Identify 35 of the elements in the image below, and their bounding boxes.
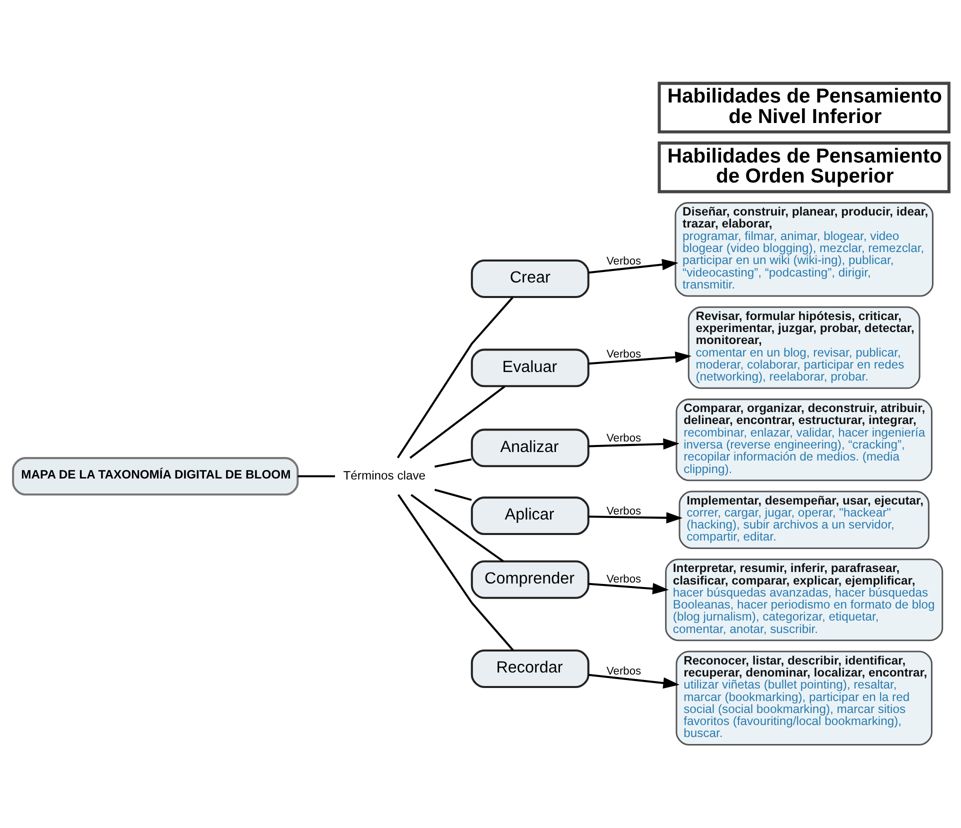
node-box: Implementar, desempeñar, usar, ejecutar, correr, cargar, jugar, operar, "hackear" (hacking), subir archivos a un servidor, compartir, editar.	[678, 490, 929, 549]
arrow	[588, 582, 668, 594]
connector	[297, 475, 334, 478]
edge-label: Verbos	[606, 348, 641, 361]
connector	[396, 494, 514, 652]
node-box: Habilidades de Pensamiento de Nivel Inferior	[657, 82, 950, 134]
connector	[410, 494, 504, 562]
node-box: Aplicar	[470, 496, 589, 536]
connector	[434, 458, 472, 468]
node-box: Diseñar, construir, planear, producir, idear, trazar, elaborar, programar, filmar, animar, blogear, video blogear (video blogging), mezclar, remezclar, participar en un wiki (wiki-ing), publicar, “videocasting”, “podcasting”, dirigir, transmitir.	[674, 202, 933, 297]
node-box: Comparar, organizar, deconstruir, atribuir, delinear, encontrar, estructurar, integrar, recombinar, enlazar, validar, hacer ingeniería inversa (reverse engineering), “cracking”, recopilar información de medios. (media clipping).	[675, 398, 932, 482]
node-box: Comprender	[470, 560, 589, 599]
arrow	[588, 352, 691, 365]
node-box: Analizar	[470, 428, 589, 468]
node-text: Términos clave	[342, 468, 426, 482]
edge-label: Verbos	[606, 432, 641, 445]
node-box: Interpretar, resumir, inferir, parafrasear, clasificar, comparar, explicar, ejemplificar, hacer búsquedas avanzadas, hacer búsquedas Booleanas, hacer periodismo en formato de blog (blog jurnalism), categorizar, etiquetar, comentar, anotar, suscribir.	[664, 558, 943, 642]
node-box: Habilidades de Pensamiento de Orden Superior	[657, 142, 950, 194]
node-box: Recordar	[470, 650, 589, 688]
arrow	[588, 438, 679, 450]
node-box: Revisar, formular hipótesis, criticar, experimentar, juzgar, probar, detectar, monitorear, comentar en un blog, revisar, publicar, moderar, colaborar, participar en redes (networking), reelaborar, probar.	[687, 306, 920, 389]
connector	[396, 296, 514, 458]
node-box: Evaluar	[470, 348, 589, 388]
connector	[434, 488, 472, 501]
edge-label: Verbos	[606, 573, 641, 586]
connector	[408, 386, 505, 459]
arrow	[588, 258, 678, 274]
arrow	[588, 512, 682, 524]
node-box: Crear	[470, 260, 589, 298]
edge-label: Verbos	[606, 255, 641, 268]
arrow	[588, 674, 679, 689]
node-box: MAPA DE LA TAXONOMÍA DIGITAL DE BLOOM	[12, 457, 298, 496]
edge-label: Verbos	[606, 506, 641, 518]
node-box: Reconocer, listar, describir, identificar, recuperar, denominar, localizar, encontrar, utilizar viñetas (bullet pointing), resaltar, marcar (bookmarking), participar en la red social (social bookmarking), marcar sitios favoritos (favouriting/local bookmarking), buscar.	[675, 650, 932, 746]
edge-label: Verbos	[606, 666, 641, 678]
